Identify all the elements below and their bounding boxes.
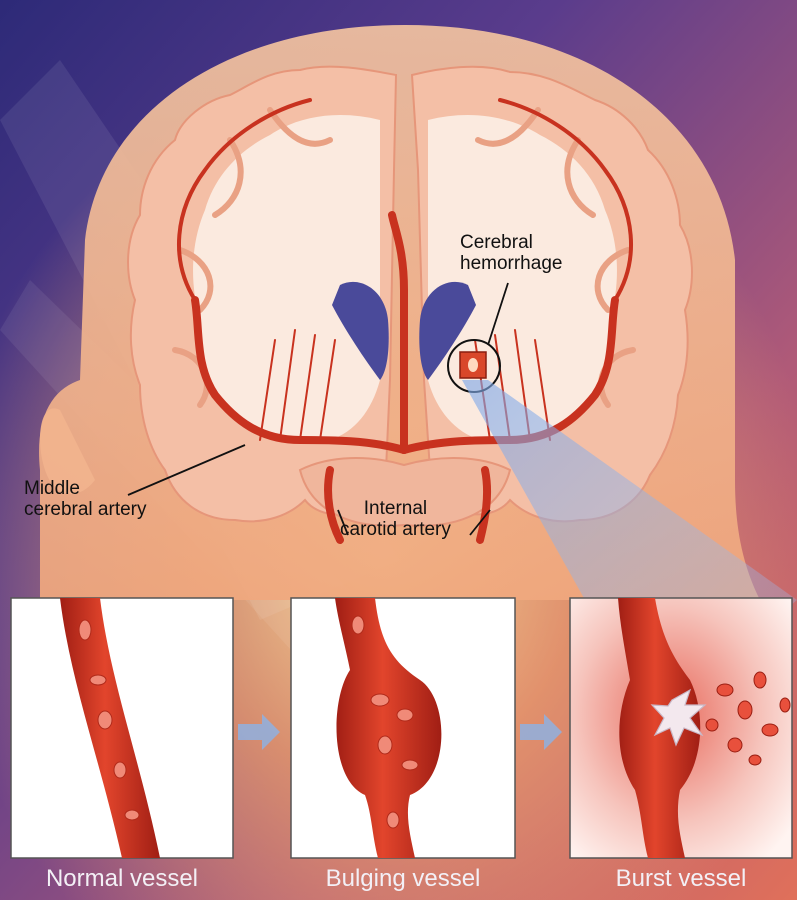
label-line: Cerebral [460,232,562,253]
label-line: carotid artery [340,519,451,540]
panel-bulging-vessel [291,598,515,858]
hemorrhage-core [468,358,478,372]
panel-normal-vessel [11,598,233,858]
caption-normal-vessel: Normal vessel [11,865,233,893]
label-middle-cerebral-artery: Middle cerebral artery [24,478,147,520]
caption-burst-vessel: Burst vessel [570,865,792,893]
label-line: cerebral artery [24,499,147,520]
panel-burst-vessel [570,598,792,858]
label-line: Internal [340,498,451,519]
caption-bulging-vessel: Bulging vessel [291,865,515,893]
label-cerebral-hemorrhage: Cerebral hemorrhage [460,232,562,274]
label-line: Middle [24,478,147,499]
label-line: hemorrhage [460,253,562,274]
label-internal-carotid-artery: Internal carotid artery [340,498,451,540]
